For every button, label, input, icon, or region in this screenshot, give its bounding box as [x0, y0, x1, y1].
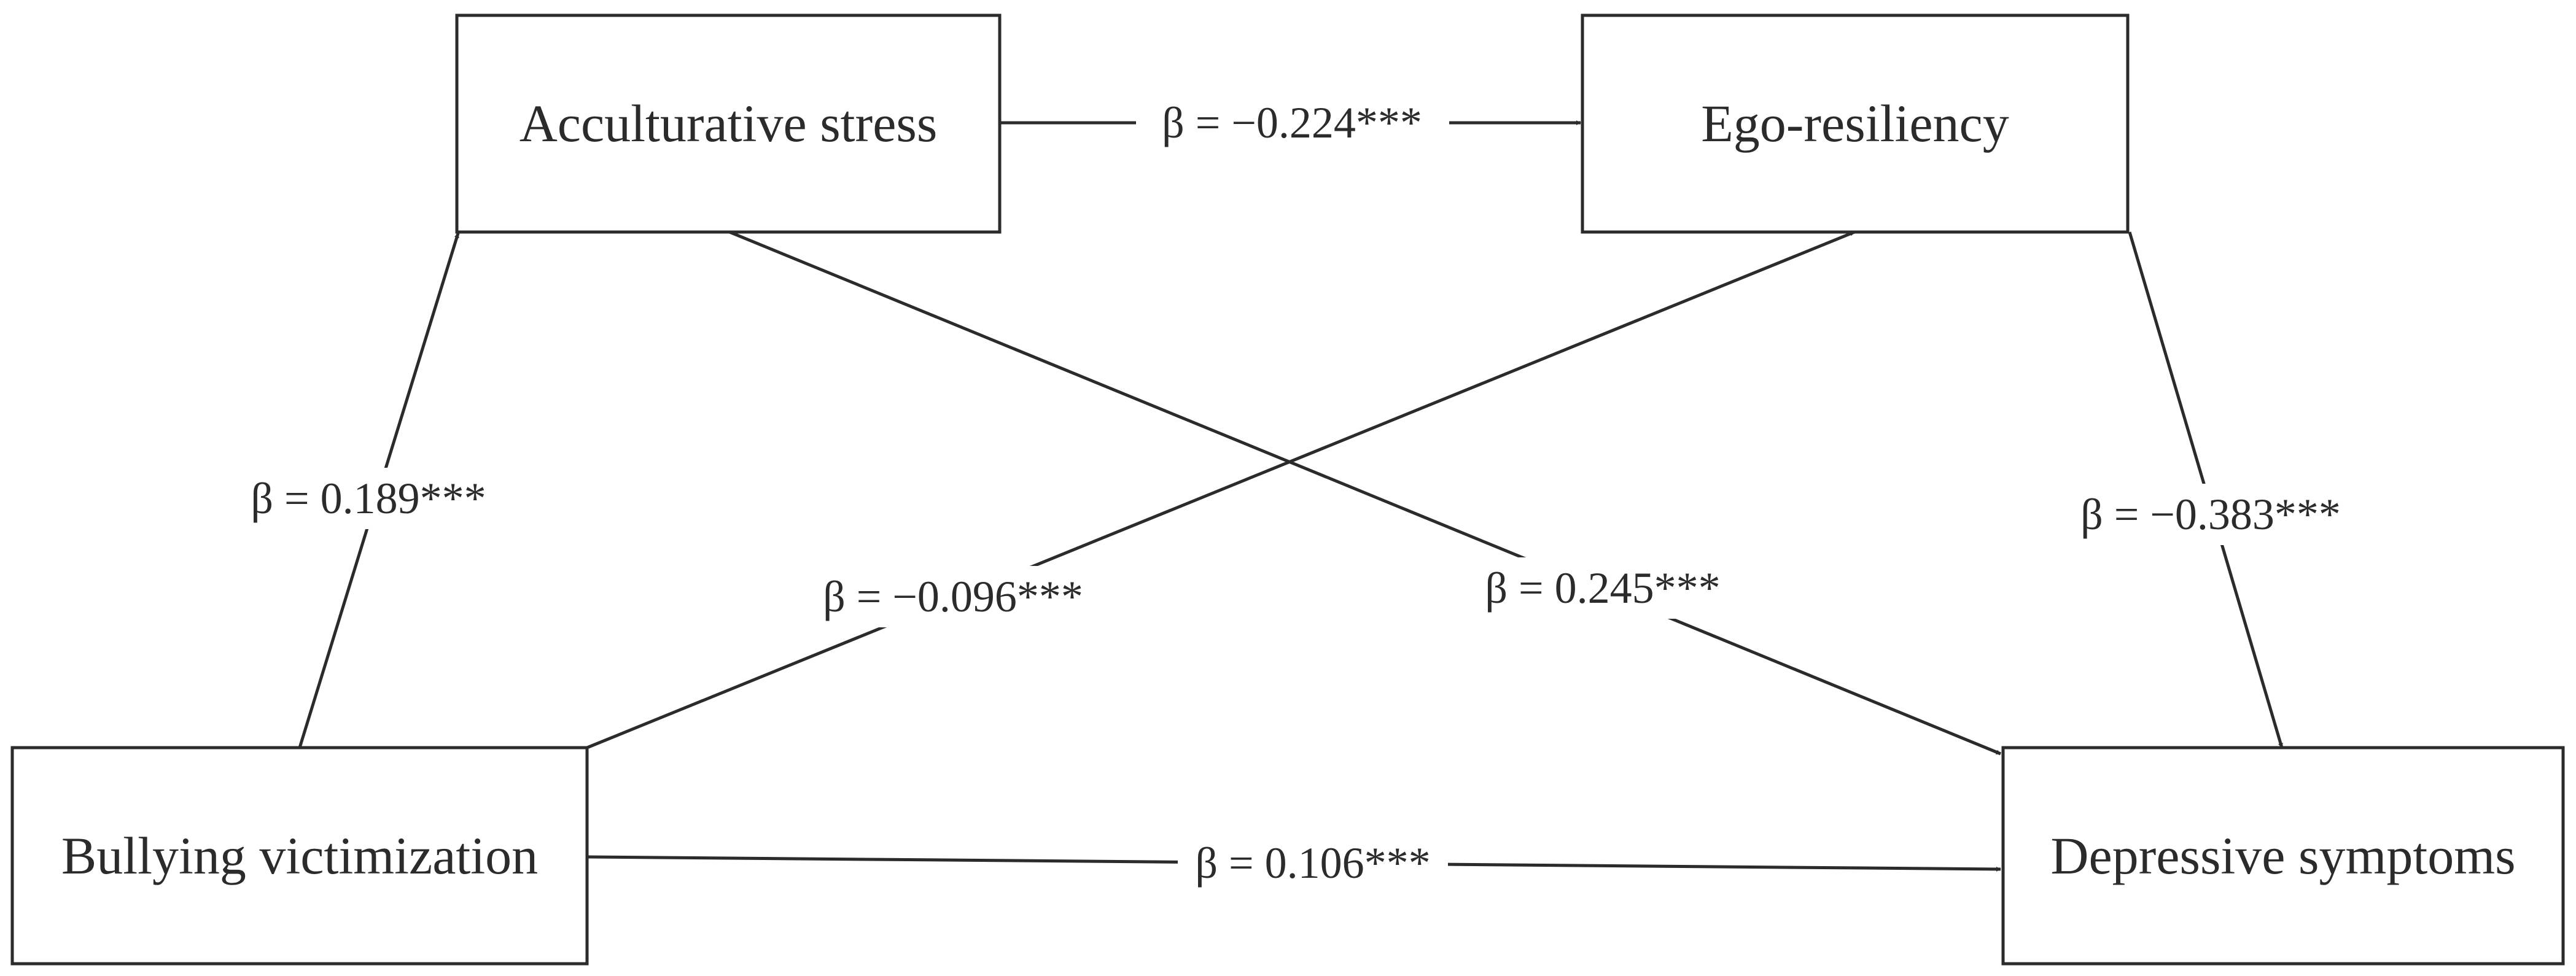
node-label-acculturative-stress: Acculturative stress [519, 94, 938, 153]
node-label-bullying-victimization: Bullying victimization [61, 826, 538, 885]
node-depressive-symptoms: Depressive symptoms [2001, 746, 2565, 966]
edge-bullying-to-ego [586, 230, 1855, 749]
path-coefficient-bv-as: β = 0.189*** [251, 474, 486, 523]
node-acculturative-stress: Acculturative stress [455, 14, 1002, 234]
path-label-acculturative-to-depressive: β = 0.245*** [1461, 557, 1744, 619]
edge-acculturative-to-depressive [729, 230, 2001, 756]
path-coefficient-er-ds: β = −0.383*** [2080, 490, 2341, 539]
node-ego-resiliency: Ego-resiliency [1581, 14, 2130, 234]
path-label-bullying-to-acculturative: β = 0.189*** [227, 468, 516, 529]
node-bullying-victimization: Bullying victimization [10, 746, 589, 966]
path-coefficient-bv-er: β = −0.096*** [823, 572, 1083, 621]
path-label-ego-to-depressive: β = −0.383*** [2053, 484, 2368, 545]
path-coefficient-bv-ds: β = 0.106*** [1195, 839, 1430, 888]
node-label-ego-resiliency: Ego-resiliency [1701, 94, 2009, 153]
path-label-acculturative-to-ego: β = −0.224*** [1136, 92, 1449, 153]
path-coefficient-as-ds: β = 0.245*** [1485, 564, 1720, 613]
path-label-bullying-to-depressive: β = 0.106*** [1178, 832, 1448, 894]
path-label-bullying-to-ego: β = −0.096*** [798, 566, 1105, 627]
node-label-depressive-symptoms: Depressive symptoms [2050, 826, 2515, 885]
path-coefficient-as-er: β = −0.224*** [1162, 98, 1422, 147]
